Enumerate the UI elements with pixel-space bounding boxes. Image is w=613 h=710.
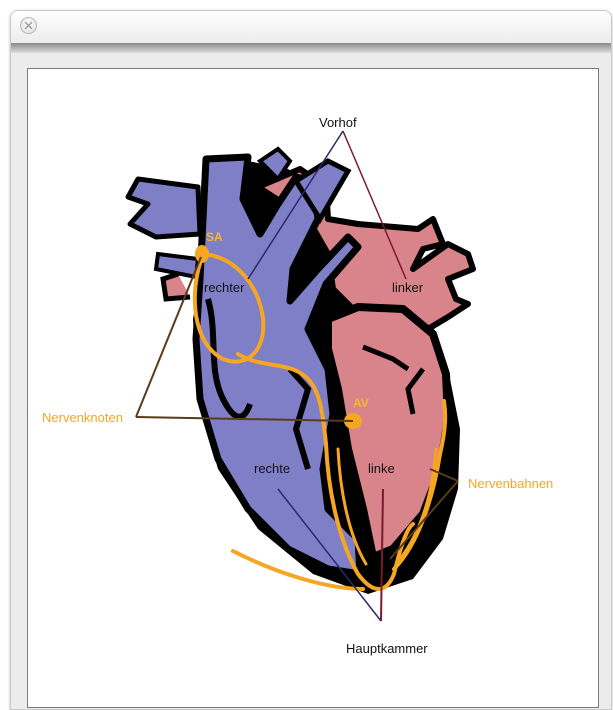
content-frame: Vorhof rechter linker SA AV Nervenknoten… [11, 53, 611, 709]
heart-diagram: Vorhof rechter linker SA AV Nervenknoten… [28, 69, 598, 707]
heart-diagram-canvas: Vorhof rechter linker SA AV Nervenknoten… [27, 68, 599, 708]
label-hauptkammer: Hauptkammer [346, 641, 428, 656]
label-vorhof: Vorhof [319, 115, 357, 130]
title-bar [11, 11, 611, 44]
app-window: Vorhof rechter linker SA AV Nervenknoten… [10, 10, 612, 710]
toolbar-strip [11, 43, 611, 53]
label-nervenbahnen: Nervenbahnen [468, 476, 553, 491]
label-sa-node: SA [206, 230, 223, 244]
close-button[interactable] [20, 17, 37, 34]
label-rechter: rechter [204, 280, 245, 295]
label-linke: linke [368, 461, 395, 476]
label-linker: linker [392, 280, 424, 295]
label-nervenknoten: Nervenknoten [42, 410, 123, 425]
label-av-node: AV [353, 396, 369, 410]
close-icon [24, 21, 33, 30]
label-rechte: rechte [254, 461, 290, 476]
